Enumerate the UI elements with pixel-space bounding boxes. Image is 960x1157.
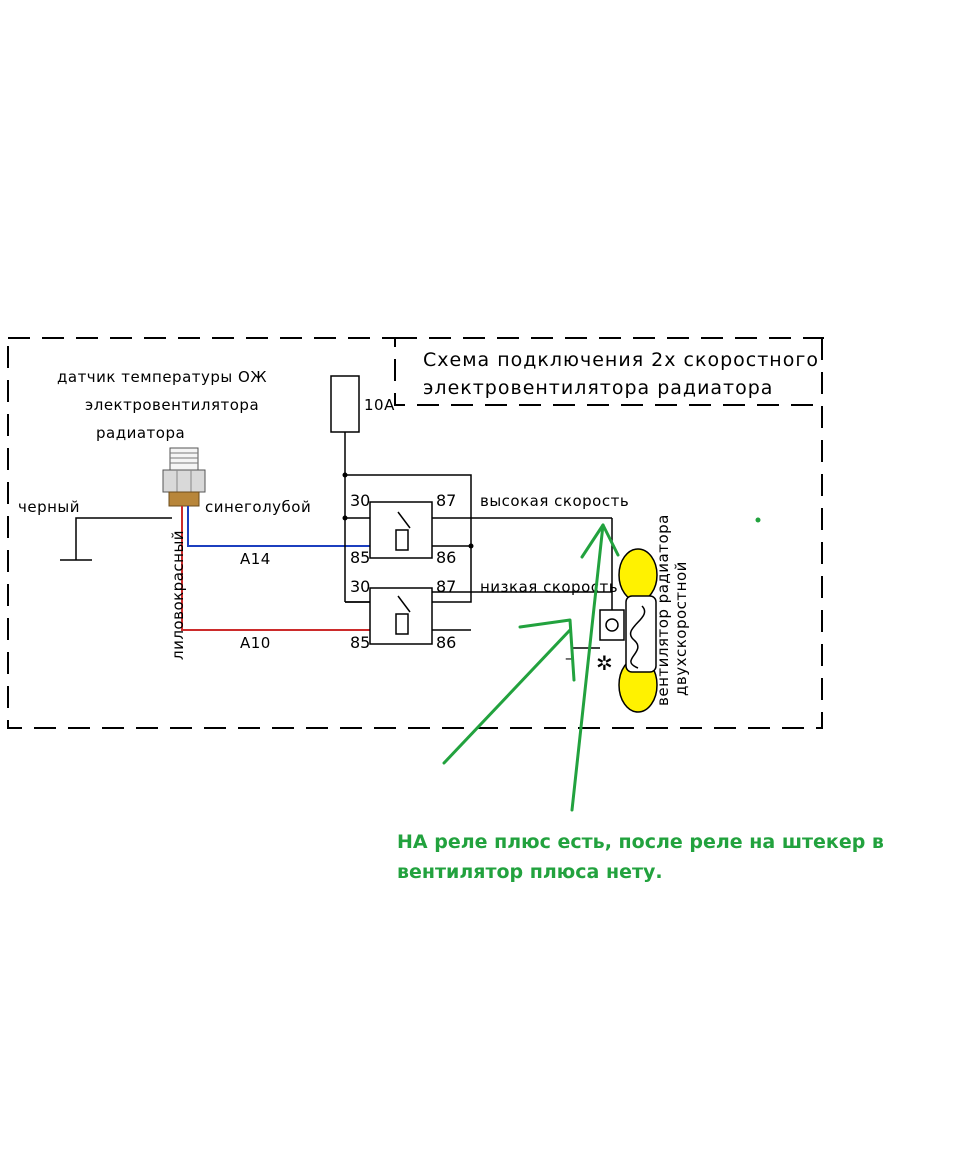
svg-text:✲: ✲ xyxy=(596,651,613,675)
fan-label-line2: двухскоростной xyxy=(672,561,690,696)
ground-wire xyxy=(60,517,172,561)
relay-low-label: низкая скорость xyxy=(480,578,618,596)
fuse-icon xyxy=(330,375,360,433)
fan-minus: – xyxy=(565,649,573,667)
sensor-label-line2: электровентилятора xyxy=(85,396,259,414)
green-dot xyxy=(755,517,761,523)
fuse-rating: 10А xyxy=(364,396,395,414)
red-wire-code: А10 xyxy=(240,634,271,652)
annotation-arrows xyxy=(442,523,620,812)
relay-low-pin86: 86 xyxy=(436,633,456,652)
blue-wire-code: А14 xyxy=(240,550,271,568)
relay-high-pin30: 30 xyxy=(350,491,370,510)
relay-low-speed xyxy=(369,587,433,645)
sensor-label-line3: радиатора xyxy=(96,424,185,442)
relay-high-speed xyxy=(369,501,433,559)
relay-high-pin85: 85 xyxy=(350,548,370,567)
sensor-label-line1: датчик температуры ОЖ xyxy=(57,368,267,386)
ground-wire-label: черный xyxy=(18,498,80,516)
relay-low-pin30: 30 xyxy=(350,577,370,596)
junction-dots xyxy=(342,472,474,549)
diagram-title-line2: электровентилятора радиатора xyxy=(423,377,773,399)
fan-icon: ✲ xyxy=(596,548,658,713)
relay-wiring xyxy=(344,432,613,631)
diagram-title-line1: Схема подключения 2х скоростного xyxy=(423,349,819,371)
annotation-note-line1: НА реле плюс есть, после реле на штекер … xyxy=(397,831,884,853)
blue-wire-label: синеголубой xyxy=(205,498,311,516)
relay-low-pin87: 87 xyxy=(436,577,456,596)
dashed-frame xyxy=(7,337,824,729)
red-wire xyxy=(181,506,370,631)
fan-label-line1: вентилятор радиатора xyxy=(654,514,672,706)
relay-high-label: высокая скорость xyxy=(480,492,629,510)
red-wire-label: лиловокрасный xyxy=(169,530,187,660)
blue-wire xyxy=(187,506,370,547)
temperature-sensor-icon xyxy=(162,447,206,507)
relay-high-pin87: 87 xyxy=(436,491,456,510)
relay-low-pin85: 85 xyxy=(350,633,370,652)
relay-high-pin86: 86 xyxy=(436,548,456,567)
annotation-note-line2: вентилятор плюса нету. xyxy=(397,861,663,883)
